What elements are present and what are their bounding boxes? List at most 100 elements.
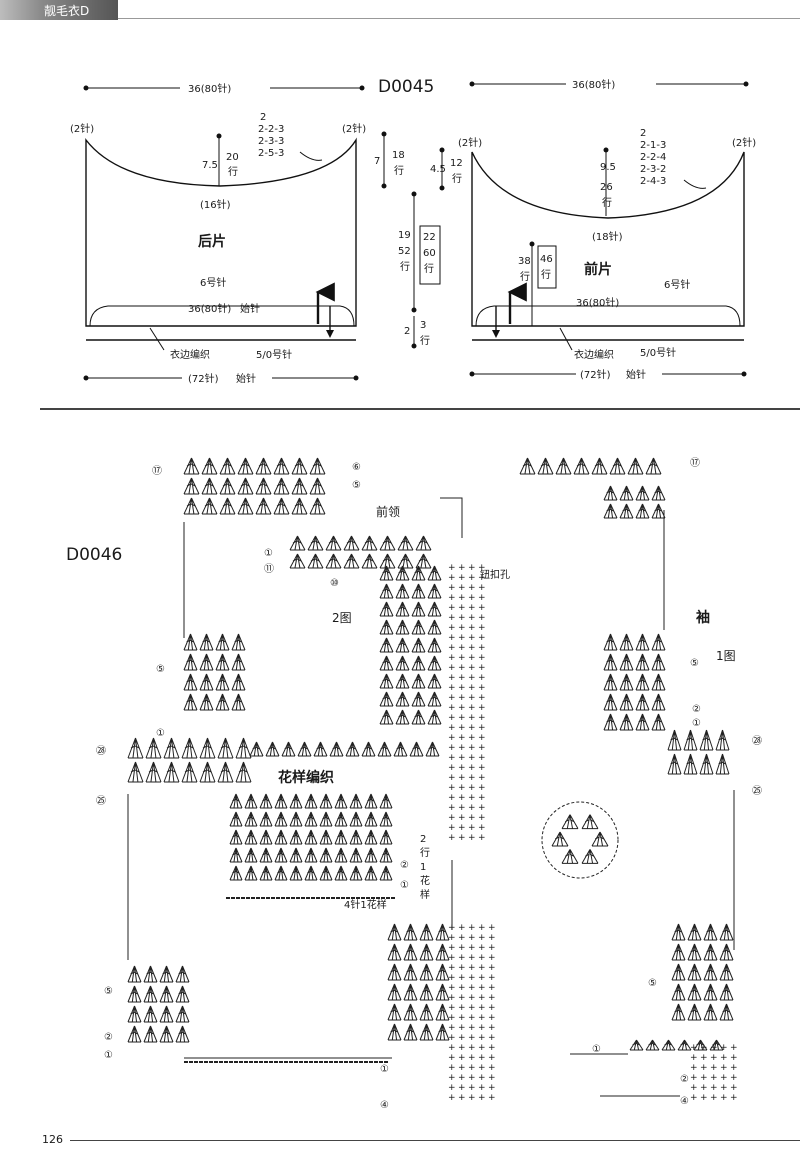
mid-body-box-1: 60 [423,248,436,259]
svg-text:+: + [478,583,486,593]
svg-text:+: + [448,773,456,783]
back-width-top: 36(80针) [188,82,231,95]
svg-text:+: + [478,663,486,673]
svg-text:+: + [488,1013,496,1023]
row-markers: ⑰ ⑥ ⑤ ⑰ ① ⑪ ⑩ ⑤ ⑤ ② ① ① ㉘ ㉘ ㉕ ㉕ ② ① ⑤ ⑤ … [96,457,762,1111]
svg-text:+: + [458,603,466,613]
svg-text:+: + [458,633,466,643]
svg-text:+: + [690,1043,698,1053]
svg-text:+: + [468,733,476,743]
svg-text:+: + [468,603,476,613]
svg-text:+: + [458,793,466,803]
svg-text:+: + [468,1063,476,1073]
d0046-code: D0046 [66,545,122,565]
svg-text:+: + [478,693,486,703]
svg-text:+: + [458,923,466,933]
front-width-top: 36(80针) [572,78,615,91]
svg-text:+: + [468,1003,476,1013]
svg-text:+: + [448,723,456,733]
marker-r2-sleeve-bottom: ② [680,1074,689,1085]
mid-shoulder-rows-num: 18 [392,150,405,161]
back-neck-dec-3: 2-5-3 [258,148,284,159]
svg-text:+: + [488,933,496,943]
svg-text:+: + [478,1033,486,1043]
svg-text:+: + [448,943,456,953]
svg-text:+: + [710,1063,718,1073]
svg-text:+: + [478,733,486,743]
svg-text:+: + [478,703,486,713]
figure1-label: 1图 [716,649,736,663]
svg-text:+: + [478,653,486,663]
svg-text:+: + [458,1053,466,1063]
figure2-label: 2图 [332,611,352,625]
marker-r17-left: ⑰ [152,465,162,477]
back-needle: 6号针 [200,276,226,289]
svg-text:+: + [468,783,476,793]
svg-text:+: + [448,1053,456,1063]
marker-r4-sleeve-bottom: ④ [680,1096,689,1107]
mid-hem-cm: 2 [404,326,410,337]
svg-text:+: + [458,583,466,593]
svg-text:+: + [458,1063,466,1073]
svg-text:+: + [488,1073,496,1083]
svg-text:+: + [458,943,466,953]
svg-text:+: + [710,1053,718,1063]
svg-text:+: + [478,1083,486,1093]
svg-text:+: + [468,763,476,773]
svg-text:+: + [458,743,466,753]
marker-r1-bottom: ① [104,1050,113,1061]
back-neck-dec-1: 2-2-3 [258,124,284,135]
svg-text:+: + [488,973,496,983]
svg-text:+: + [478,953,486,963]
chart-outline [127,497,735,1097]
svg-text:+: + [720,1063,728,1073]
svg-text:+: + [488,943,496,953]
front-bottom: (72针) [580,368,611,381]
svg-text:+: + [458,653,466,663]
svg-text:+: + [448,743,456,753]
marker-r28-right: ㉘ [752,735,762,747]
svg-text:+: + [478,723,486,733]
back-label: 后片 [198,233,226,250]
svg-text:+: + [458,563,466,573]
svg-text:+: + [448,693,456,703]
svg-text:+: + [488,1003,496,1013]
front-shoulder-rows-num: 12 [450,158,463,169]
svg-text:+: + [478,713,486,723]
svg-text:+: + [488,1023,496,1033]
svg-text:+: + [458,953,466,963]
svg-text:+: + [448,1003,456,1013]
svg-text:+: + [448,1033,456,1043]
svg-text:+: + [468,983,476,993]
marker-r25-right: ㉕ [752,785,762,797]
svg-text:+: + [730,1043,738,1053]
front-arm-box-num: 46 [540,254,553,265]
mid-body-cm-2: 行 [400,260,410,273]
back-bottom-suffix: 始针 [236,372,256,385]
front-shoulder-cm: 4.5 [430,164,446,175]
front-needle: 6号针 [664,278,690,291]
svg-text:+: + [458,1033,466,1043]
mid-hem-rows-num: 3 [420,320,426,331]
svg-text:+: + [468,653,476,663]
svg-text:+: + [458,643,466,653]
svg-text:+: + [468,743,476,753]
front-bottom-suffix: 始针 [626,368,646,381]
svg-text:+: + [468,973,476,983]
svg-text:+: + [690,1053,698,1063]
marker-r5-top: ⑤ [352,480,361,491]
svg-text:+: + [468,583,476,593]
svg-text:+: + [458,1003,466,1013]
back-edge: 衣边编织 [170,348,210,361]
svg-text:+: + [458,973,466,983]
marker-r1-band: ① [380,1064,389,1075]
pattern-rows-2: 1 [420,862,426,873]
svg-text:+: + [478,673,486,683]
svg-text:+: + [448,563,456,573]
svg-text:+: + [710,1093,718,1103]
header-rule [118,18,800,19]
svg-text:+: + [448,573,456,583]
svg-text:+: + [478,613,486,623]
svg-text:+: + [478,1073,486,1083]
svg-text:+: + [468,933,476,943]
